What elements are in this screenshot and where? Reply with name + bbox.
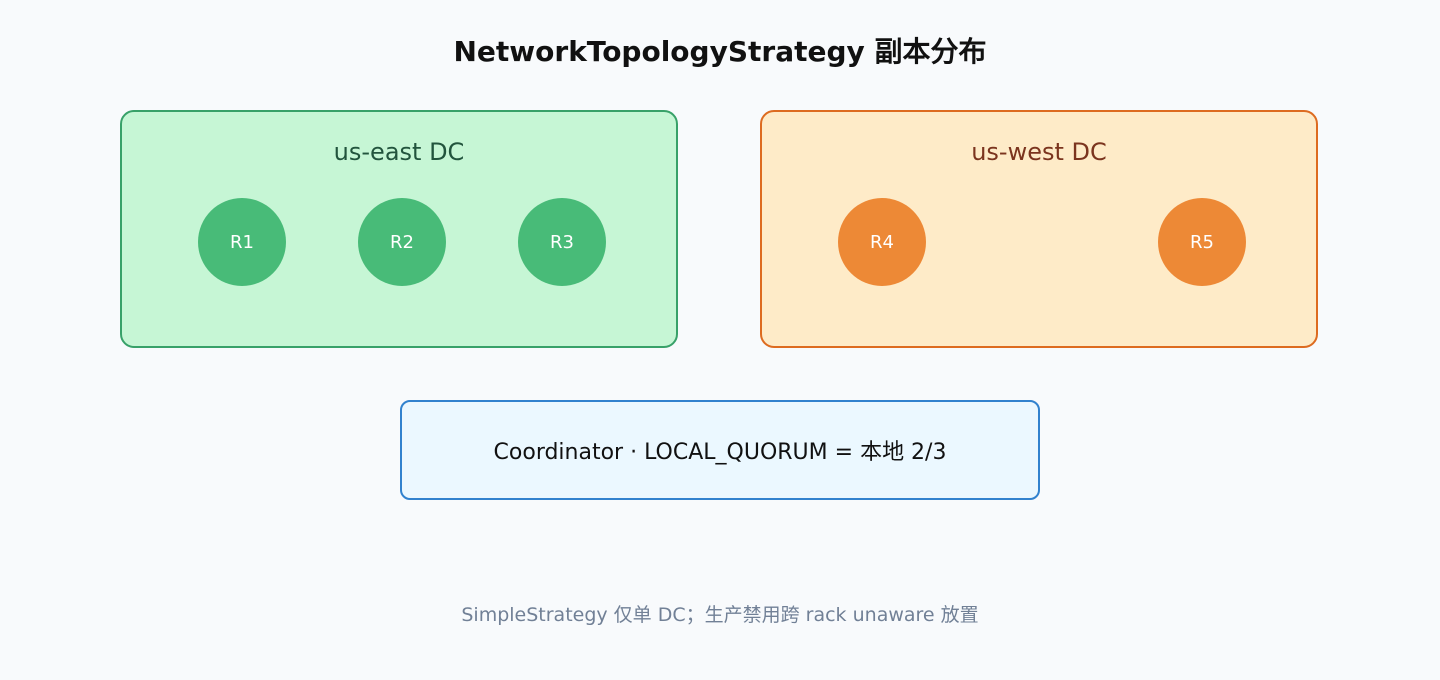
datacenter-label: us-east DC	[333, 138, 465, 166]
replica-node-r4: R4	[838, 198, 926, 286]
footnote: SimpleStrategy 仅单 DC；生产禁用跨 rack unaware …	[461, 604, 979, 626]
coordinator-box: Coordinator · LOCAL_QUORUM = 本地 2/3	[400, 400, 1040, 500]
datacenter-us-east: us-east DC R1 R2 R3	[120, 110, 678, 348]
replica-node-r1: R1	[198, 198, 286, 286]
coordinator-label: Coordinator · LOCAL_QUORUM = 本地 2/3	[493, 440, 947, 465]
replica-node-r5: R5	[1158, 198, 1246, 286]
datacenter-label: us-west DC	[971, 138, 1107, 166]
replica-node-r2: R2	[358, 198, 446, 286]
replica-node-r3: R3	[518, 198, 606, 286]
diagram-title: NetworkTopologyStrategy 副本分布	[453, 35, 987, 68]
datacenter-us-west: us-west DC R4 R5	[760, 110, 1318, 348]
